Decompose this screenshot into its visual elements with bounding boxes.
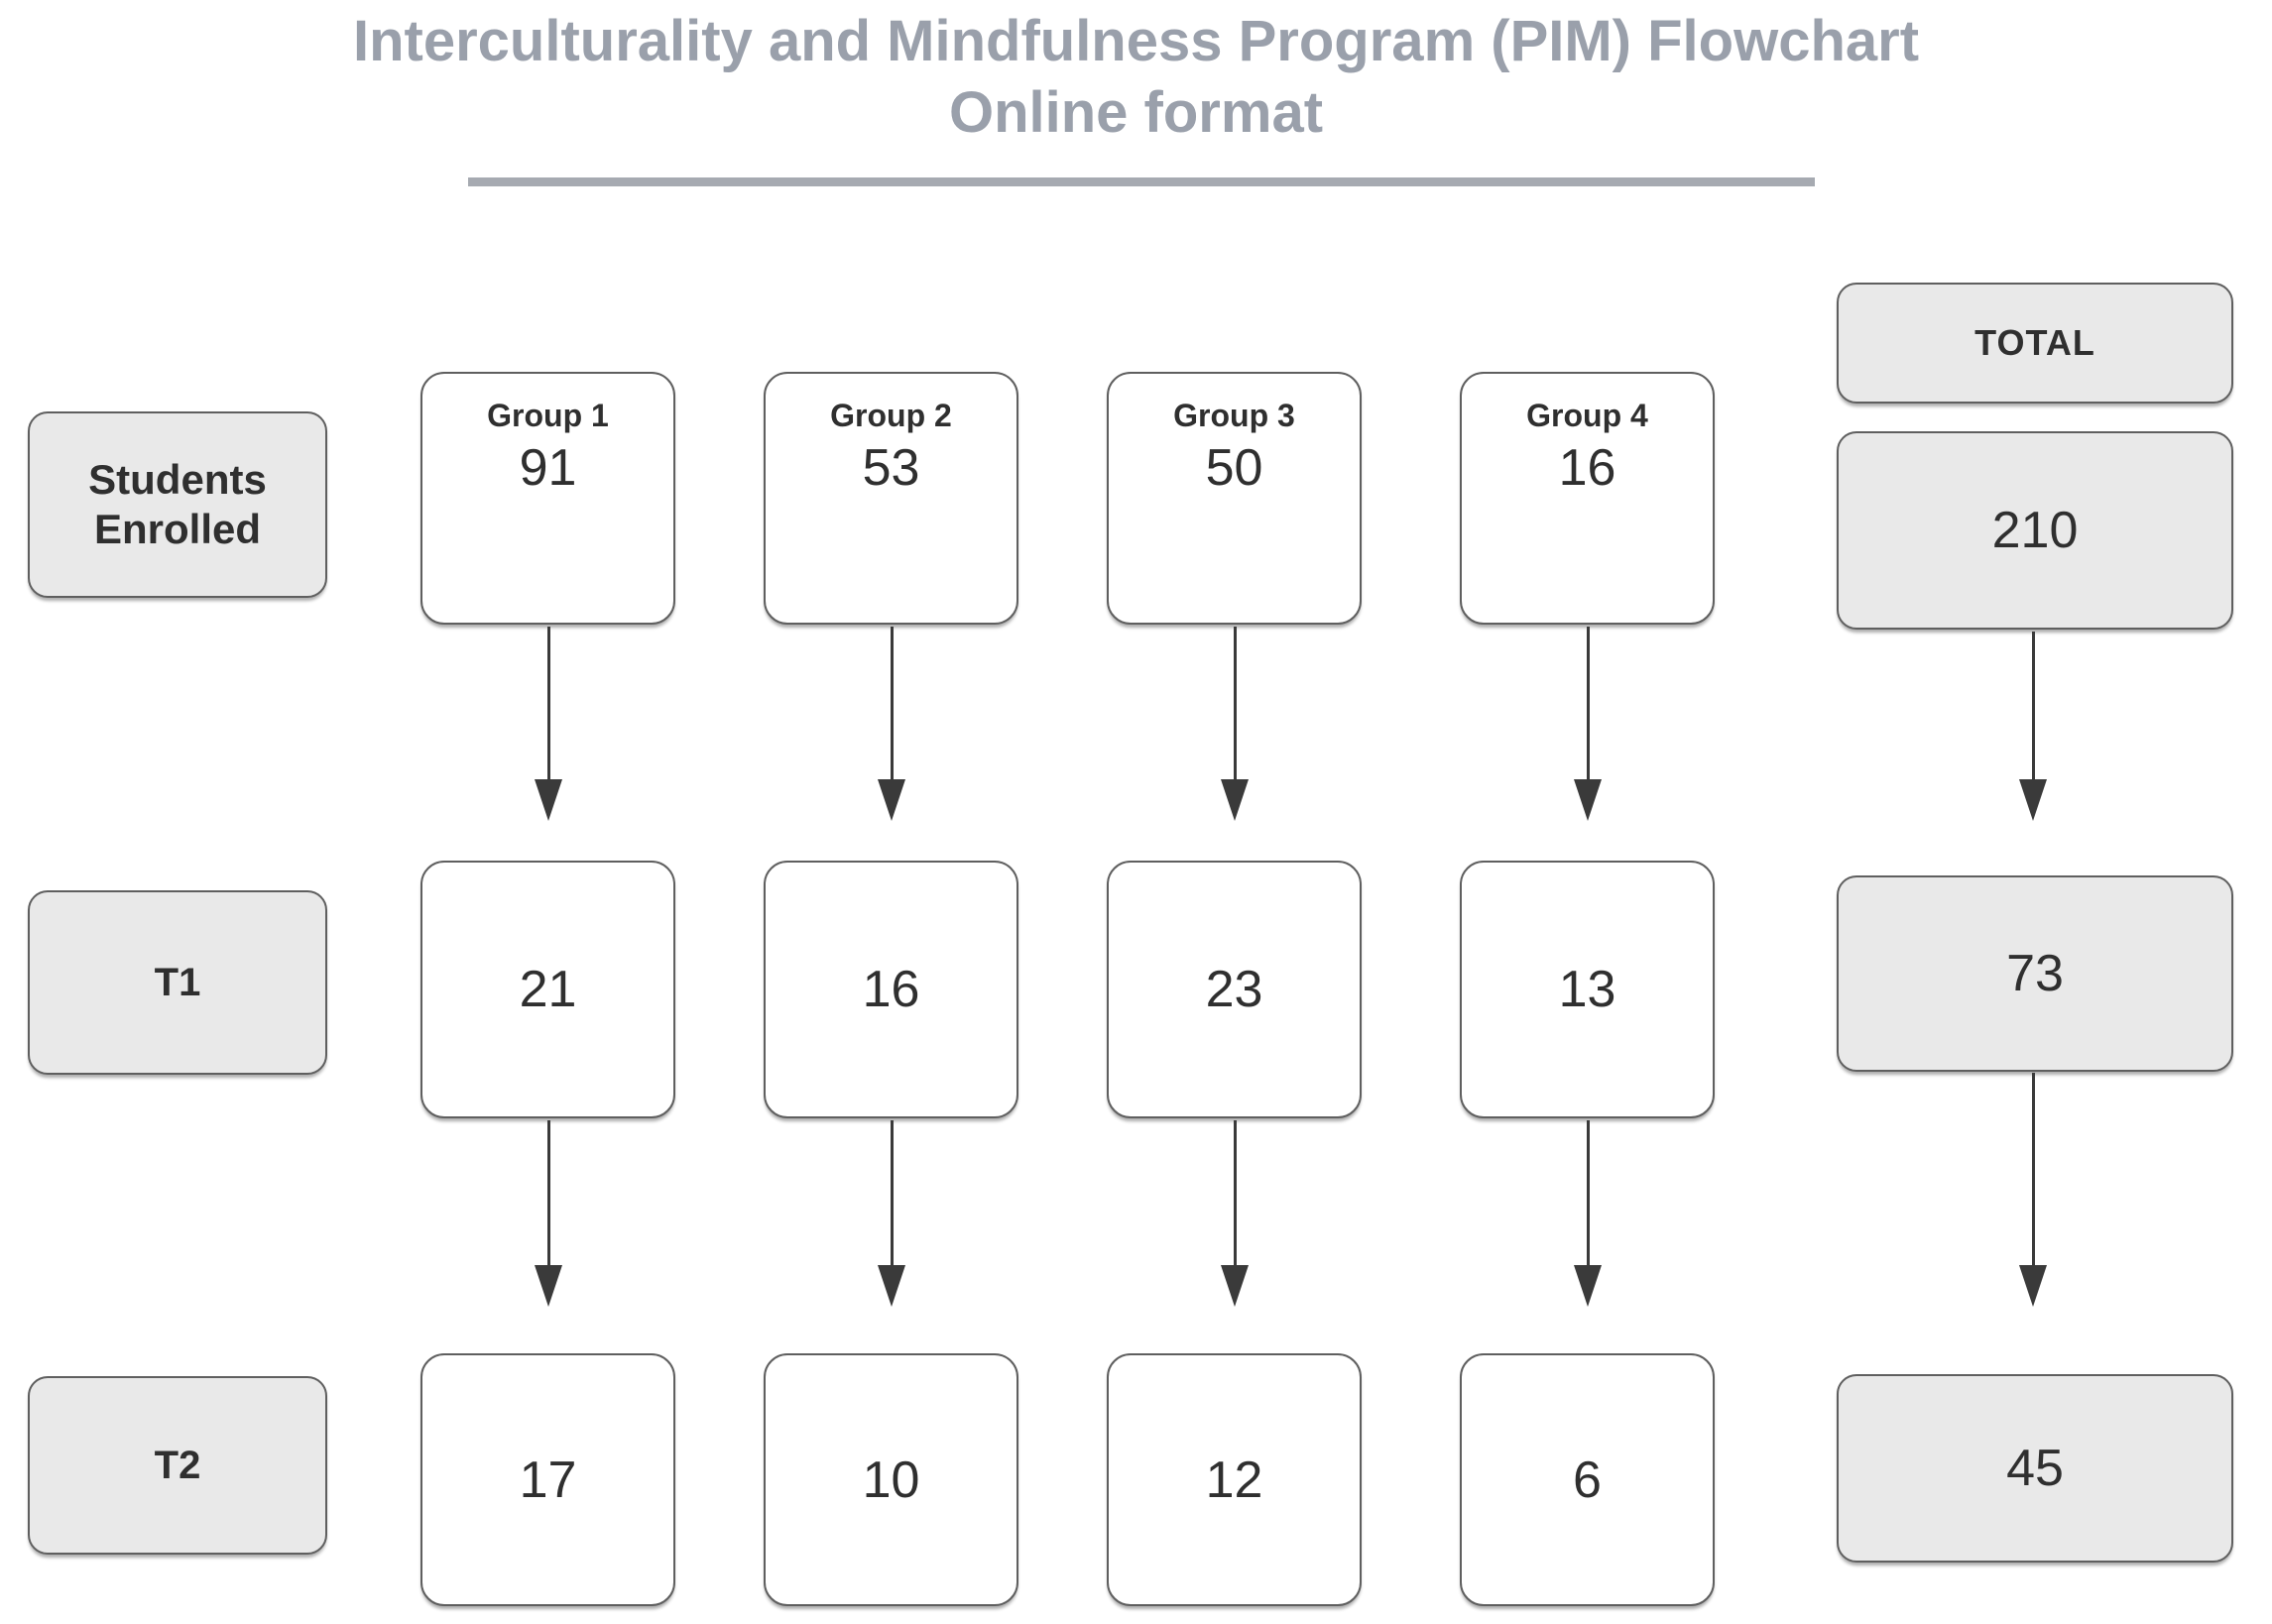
group2-t1-box: 16 — [764, 861, 1018, 1118]
group1-header: Group 1 — [487, 398, 609, 433]
title-underline — [468, 177, 1815, 186]
group4-enrolled-box: Group 4 16 — [1460, 372, 1715, 625]
group4-header: Group 4 — [1526, 398, 1648, 433]
arrow-line — [1233, 1120, 1237, 1265]
group3-t2-box: 12 — [1107, 1353, 1362, 1606]
arrow-head-icon — [535, 1265, 562, 1307]
page-title-line1: Interculturality and Mindfulness Program… — [352, 9, 1920, 73]
page-title: Interculturality and Mindfulness Program… — [0, 6, 2272, 149]
arrow-line — [546, 627, 550, 779]
group4-t1-box: 13 — [1460, 861, 1715, 1118]
group1-enrolled-value: 91 — [519, 439, 577, 497]
group4-enrolled-value: 16 — [1558, 439, 1616, 497]
arrow-total-enrolled-to-t1 — [2018, 632, 2048, 821]
arrow-head-icon — [535, 779, 562, 821]
arrow-head-icon — [878, 779, 905, 821]
row-label-t2: T2 — [28, 1376, 327, 1555]
arrow-head-icon — [1574, 1265, 1602, 1307]
arrow-line — [1233, 627, 1237, 779]
arrow-group2-enrolled-to-t1 — [877, 627, 906, 821]
row-label-students-enrolled: Students Enrolled — [28, 411, 327, 598]
group2-enrolled-value: 53 — [862, 439, 920, 497]
group3-header: Group 3 — [1173, 398, 1295, 433]
group1-t1-box: 21 — [420, 861, 675, 1118]
group2-t2-box: 10 — [764, 1353, 1018, 1606]
arrow-head-icon — [878, 1265, 905, 1307]
arrow-total-t1-to-t2 — [2018, 1073, 2048, 1307]
arrow-group4-enrolled-to-t1 — [1573, 627, 1603, 821]
total-t1-box: 73 — [1837, 875, 2233, 1072]
arrow-head-icon — [1221, 779, 1249, 821]
arrow-group3-enrolled-to-t1 — [1220, 627, 1250, 821]
arrow-line — [1586, 1120, 1590, 1265]
row-label-t1: T1 — [28, 890, 327, 1075]
arrow-group4-t1-to-t2 — [1573, 1120, 1603, 1307]
arrow-group3-t1-to-t2 — [1220, 1120, 1250, 1307]
arrow-line — [1586, 627, 1590, 779]
arrow-line — [546, 1120, 550, 1265]
arrow-line — [2031, 1073, 2035, 1265]
group4-t2-box: 6 — [1460, 1353, 1715, 1606]
group3-t1-box: 23 — [1107, 861, 1362, 1118]
arrow-head-icon — [2019, 779, 2047, 821]
group1-enrolled-box: Group 1 91 — [420, 372, 675, 625]
arrow-group1-t1-to-t2 — [534, 1120, 563, 1307]
group2-enrolled-box: Group 2 53 — [764, 372, 1018, 625]
arrow-group1-enrolled-to-t1 — [534, 627, 563, 821]
total-enrolled-box: 210 — [1837, 431, 2233, 630]
group1-t2-box: 17 — [420, 1353, 675, 1606]
total-header-box: TOTAL — [1837, 283, 2233, 404]
group3-enrolled-value: 50 — [1205, 439, 1263, 497]
arrow-head-icon — [1574, 779, 1602, 821]
arrow-head-icon — [1221, 1265, 1249, 1307]
group2-header: Group 2 — [830, 398, 952, 433]
arrow-line — [2031, 632, 2035, 779]
arrow-group2-t1-to-t2 — [877, 1120, 906, 1307]
arrow-head-icon — [2019, 1265, 2047, 1307]
arrow-line — [890, 1120, 894, 1265]
arrow-line — [890, 627, 894, 779]
total-t2-box: 45 — [1837, 1374, 2233, 1563]
page-title-line2: Online format — [948, 79, 1324, 145]
group3-enrolled-box: Group 3 50 — [1107, 372, 1362, 625]
